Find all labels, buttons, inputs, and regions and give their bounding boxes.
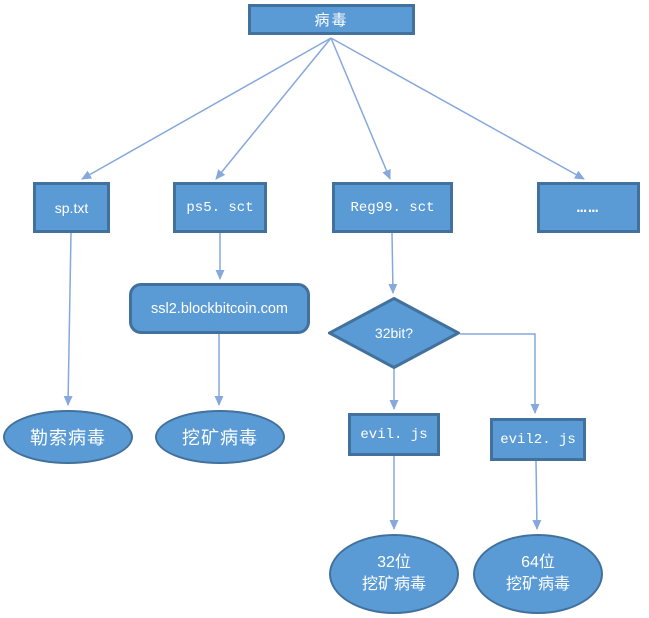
node-miner-32bit: 32位 挖矿病毒: [329, 534, 459, 614]
edge-root-sp-txt: [81, 37, 332, 180]
edge-root-reg99-sct: [330, 37, 391, 180]
node-ssl2-blockbitcoin: ssl2.blockbitcoin.com: [129, 283, 310, 334]
edge-decision-evil2-js: [460, 333, 540, 414]
node-evil2-js-label: evil2. js: [500, 431, 576, 448]
node-miner: 挖矿病毒: [155, 410, 285, 464]
node-evil-js: evil. js: [348, 413, 440, 456]
node-miner-64bit-label: 64位 挖矿病毒: [505, 554, 570, 593]
node-virus-root: 病毒: [248, 4, 415, 35]
node-sp-txt-label: sp.txt: [54, 199, 89, 216]
node-decision-32bit: 32bit?: [328, 297, 460, 369]
node-miner-32bit-label: 32位 挖矿病毒: [361, 554, 426, 593]
edge-sp-txt-ransomware: [63, 232, 73, 406]
edge-root-ps5-sct: [215, 37, 332, 180]
edge-reg99-decision: [388, 232, 398, 294]
node-virus-root-label: 病毒: [314, 12, 349, 29]
node-evil-js-label: evil. js: [360, 426, 428, 443]
edge-root-more: [330, 37, 585, 180]
node-miner-label: 挖矿病毒: [182, 428, 258, 448]
node-miner-64bit: 64位 挖矿病毒: [473, 534, 603, 614]
node-decision-32bit-label: 32bit?: [374, 325, 414, 341]
node-evil2-js: evil2. js: [490, 418, 586, 461]
node-more-ellipsis-label: ……: [576, 198, 601, 217]
node-reg99-sct-label: Reg99. sct: [350, 199, 435, 216]
node-ps5-sct: ps5. sct: [173, 182, 267, 233]
node-ransomware-label: 勒索病毒: [30, 428, 106, 448]
node-reg99-sct: Reg99. sct: [332, 182, 453, 233]
node-more-ellipsis: ……: [537, 182, 640, 233]
decision-diamond-shape: [328, 297, 460, 369]
edge-evil2-js-miner64: [532, 460, 542, 530]
node-ransomware: 勒索病毒: [3, 410, 133, 464]
node-ps5-sct-label: ps5. sct: [186, 199, 254, 216]
node-ssl2-blockbitcoin-label: ssl2.blockbitcoin.com: [151, 300, 288, 317]
node-sp-txt: sp.txt: [33, 182, 110, 233]
